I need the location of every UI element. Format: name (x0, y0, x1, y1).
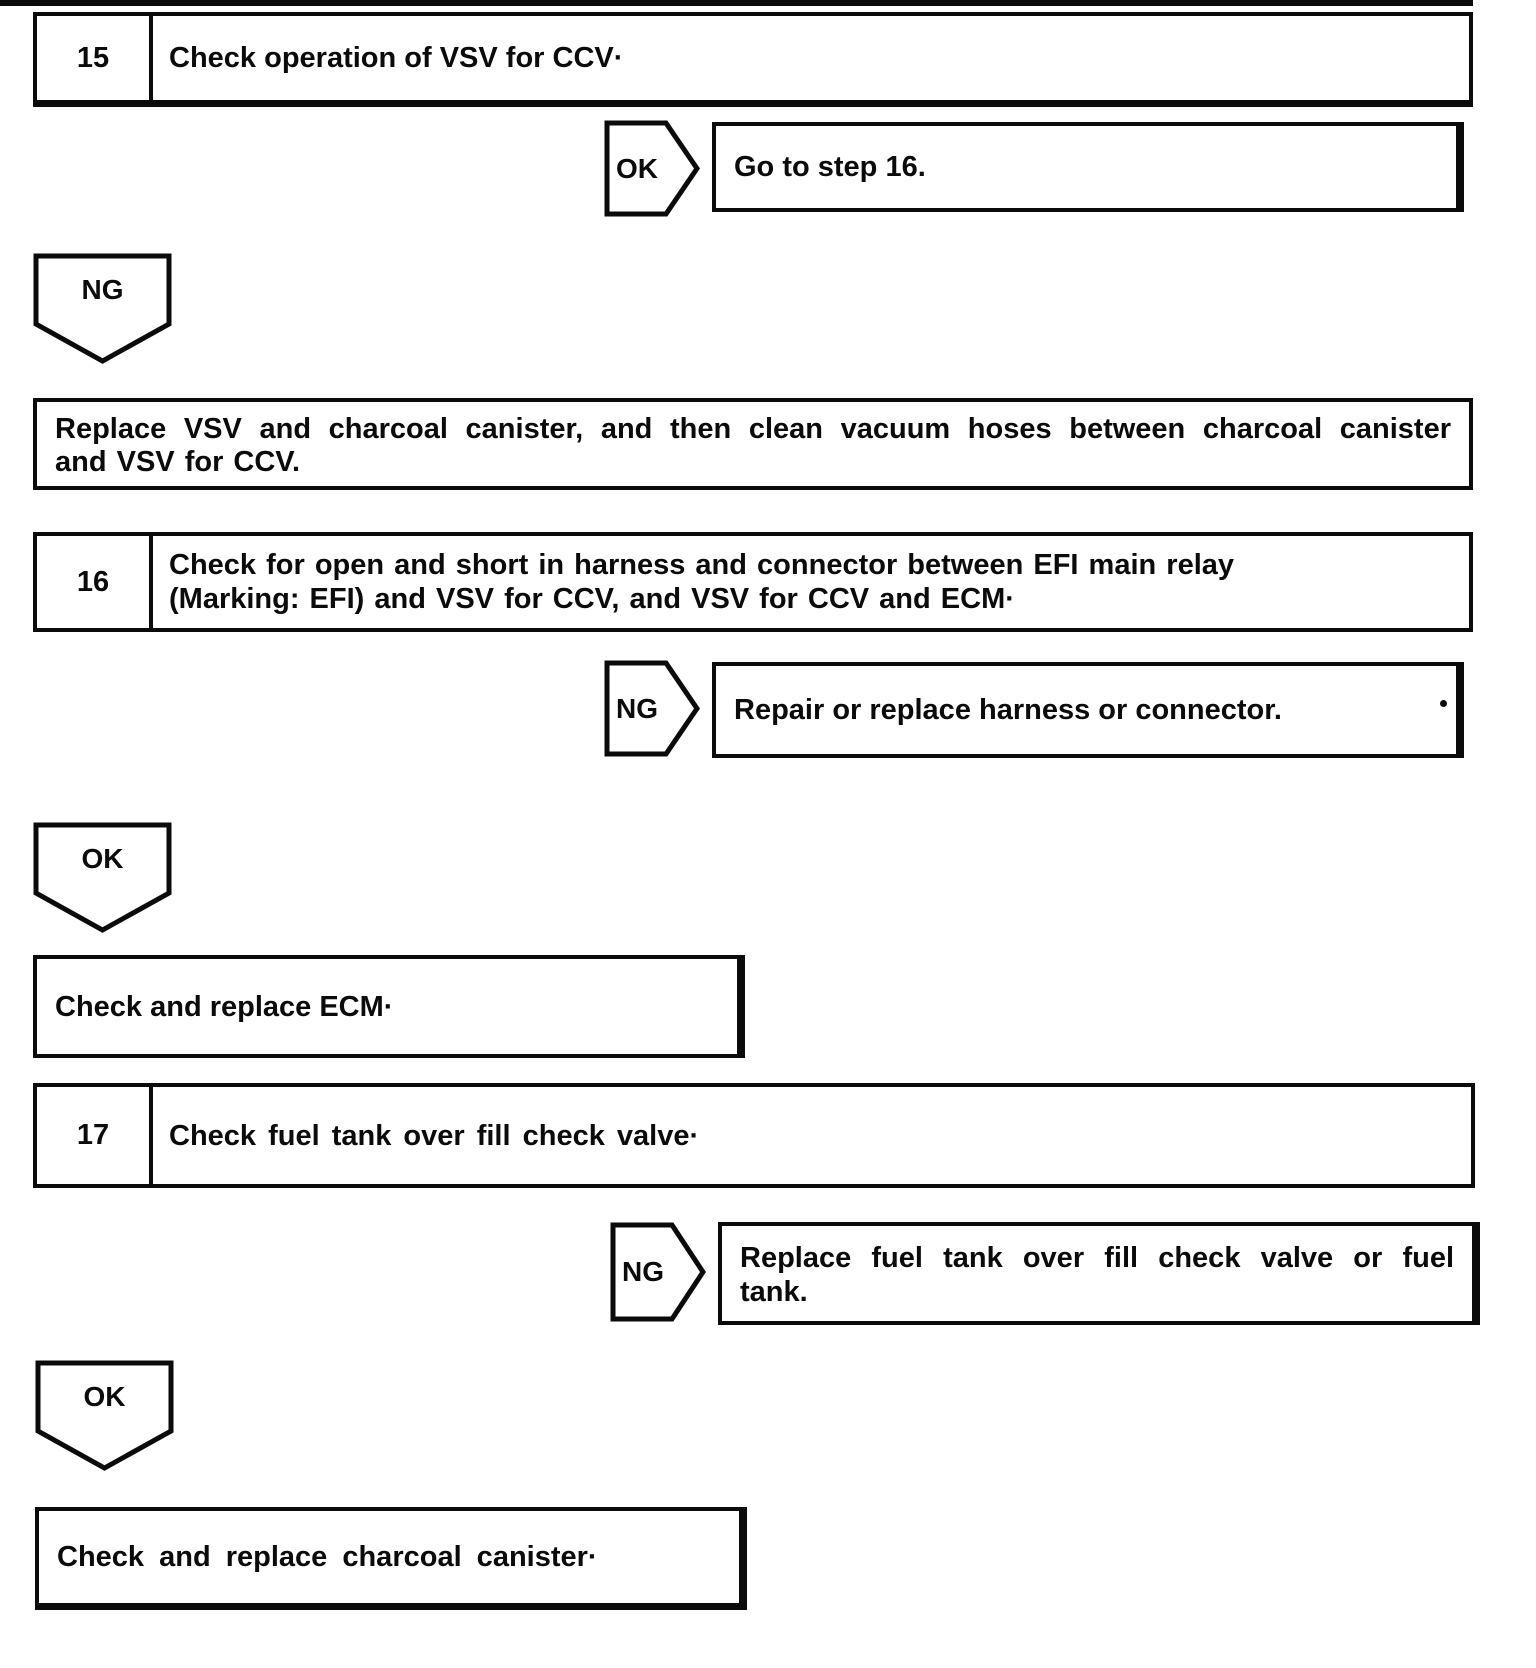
step-16-box: 16 Check for open and short in harness a… (33, 532, 1473, 632)
step-15-number: 15 (37, 16, 153, 100)
ng-tag-label: NG (616, 692, 658, 724)
ok-flow-pentagon-step16: OK (33, 822, 172, 934)
result-line-1: Replace fuel tank over fill check valve … (740, 1241, 1454, 1274)
ng-flow-label: NG (81, 274, 124, 305)
result-text: Repair or replace harness or connector. (734, 694, 1282, 726)
step-16-number: 16 (37, 536, 153, 628)
down-arrow-pentagon-icon (33, 253, 172, 364)
down-arrow-pentagon-icon (33, 822, 172, 933)
action-text: Check and replace ECM· (55, 990, 394, 1023)
action-line-1: Replace VSV and charcoal canister, and t… (55, 413, 1451, 445)
scan-artifact-line (0, 0, 1473, 6)
result-text: Go to step 16. (734, 151, 926, 183)
right-arrow-pentagon-icon (604, 120, 700, 217)
ng-tag-label: NG (622, 1256, 664, 1287)
ok-flow-label: OK (81, 843, 124, 874)
ok-flow-pentagon-step17: OK (35, 1360, 174, 1472)
step-17-box: 17 Check fuel tank over fill check valve… (33, 1083, 1475, 1188)
ng-flow-pentagon-step15: NG (33, 253, 172, 365)
action-box-check-replace-ecm: Check and replace ECM· (33, 955, 745, 1058)
step-16-title-line-2: (Marking: EFI) and VSV for CCV, and VSV … (169, 583, 1015, 615)
down-arrow-pentagon-icon (35, 1360, 174, 1471)
ok-flow-label: OK (83, 1381, 126, 1412)
step-17-number: 17 (37, 1087, 153, 1184)
ok-tag-label: OK (616, 152, 658, 184)
action-text: Check and replace charcoal canister· (57, 1541, 598, 1573)
result-box-go-to-step-16: Go to step 16. (712, 122, 1464, 212)
action-line-2: and VSV for CCV. (55, 446, 301, 478)
step-15-title: Check operation of VSV for CCV· (169, 42, 624, 74)
step-17-title: Check fuel tank over fill check valve· (169, 1119, 700, 1152)
right-arrow-pentagon-icon (610, 1222, 706, 1322)
ng-tag-pentagon-step16: NG (604, 660, 700, 757)
result-line-2: tank. (740, 1275, 808, 1308)
result-box-replace-fuel-tank: Replace fuel tank over fill check valve … (718, 1222, 1480, 1325)
action-box-check-replace-charcoal-canister: Check and replace charcoal canister· (35, 1507, 747, 1610)
result-box-repair-harness: Repair or replace harness or connector. (712, 662, 1464, 758)
step-15-box: 15 Check operation of VSV for CCV· (33, 12, 1473, 107)
ng-tag-pentagon-step17: NG (610, 1222, 706, 1322)
ok-tag-pentagon-step15: OK (604, 120, 700, 217)
right-arrow-pentagon-icon (604, 660, 700, 757)
action-box-replace-vsv: Replace VSV and charcoal canister, and t… (33, 398, 1473, 490)
step-16-title-line-1: Check for open and short in harness and … (169, 549, 1235, 581)
scan-noise-dot (1440, 700, 1447, 707)
